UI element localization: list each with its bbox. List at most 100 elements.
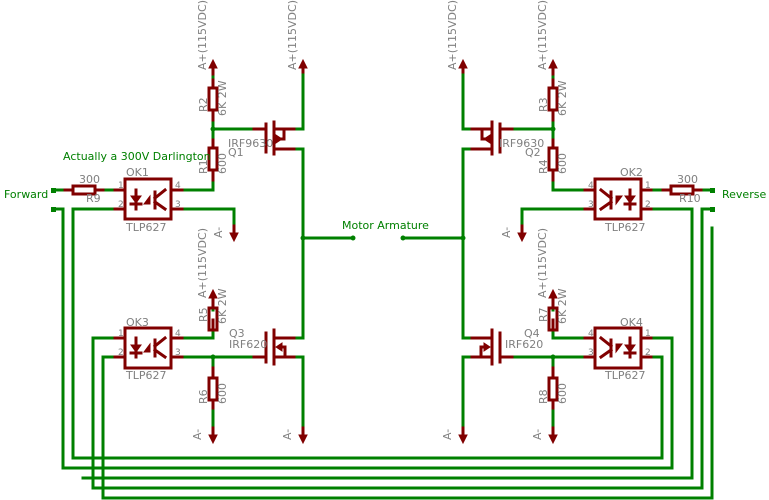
vplus-label: A+(115VDC) (196, 0, 209, 70)
r7-value: 6K 2W (556, 288, 569, 324)
resistor-r2 (207, 78, 219, 122)
vplus-label: A+(115VDC) (536, 228, 549, 298)
q1-ref: Q1 (228, 146, 244, 159)
pin-number: 3 (588, 348, 594, 358)
ok2-part: TLP627 (604, 221, 645, 234)
wire-forward-return (51, 207, 674, 470)
wire-ok2-pin2 (81, 207, 694, 480)
r10-value: 300 (677, 173, 698, 186)
optocoupler-ok2 (583, 177, 653, 221)
vplus-q2 (458, 58, 468, 74)
vminus-label: A- (212, 227, 225, 238)
resistor-r3 (547, 78, 559, 122)
r5-ref: R5 (197, 307, 210, 322)
vplus-r2 (208, 58, 218, 76)
vminus-ok2 (517, 224, 527, 243)
phototransistor-icon (143, 187, 168, 212)
resistor-r5 (207, 302, 219, 332)
wire-ok3-pin2 (101, 226, 714, 500)
r4-ref: R4 (537, 159, 550, 174)
pin-number: 2 (118, 200, 124, 210)
ok3-ref: OK3 (126, 316, 149, 329)
forward-label: Forward (4, 188, 48, 201)
pin-number: 4 (175, 329, 181, 339)
wire-q4-source (461, 355, 474, 432)
r6-value: 600 (216, 383, 229, 404)
r9-ref: R9 (86, 192, 101, 205)
vminus-q3 (298, 426, 308, 445)
junction (550, 126, 556, 132)
ok1-part: TLP627 (125, 221, 166, 234)
wire-ok2-pin3 (520, 207, 587, 230)
vplus-label: A+(115VDC) (536, 0, 549, 70)
pin-number: 2 (118, 348, 124, 358)
wire-ok2-pin4 (551, 178, 587, 192)
q2-ref: Q2 (525, 146, 541, 159)
led-icon (129, 188, 143, 211)
vminus-ok1 (229, 224, 239, 243)
pin-number: 2 (645, 348, 651, 358)
junction (710, 188, 715, 193)
wire-right-leg (461, 147, 474, 340)
junction (300, 235, 306, 241)
q3-part: IRF620 (229, 338, 267, 351)
ok4-ref: OK4 (620, 316, 643, 329)
led-icon (129, 336, 143, 359)
pin-number: 2 (645, 200, 651, 210)
r8-value: 600 (556, 383, 569, 404)
resistor-r7 (547, 302, 559, 332)
phototransistor-icon (598, 335, 623, 360)
resistor-r1 (207, 138, 219, 182)
r1-value: 600 (216, 153, 229, 174)
junction (51, 207, 56, 212)
vplus-r3 (548, 58, 558, 76)
vplus-q1 (298, 58, 308, 74)
vminus-r6 (208, 426, 218, 445)
motor-terminal (350, 235, 356, 241)
optocoupler-ok4 (583, 326, 653, 370)
junction (550, 354, 556, 360)
r5-value: 6K 2W (216, 288, 229, 324)
r3-ref: R3 (537, 97, 550, 112)
junctions (51, 126, 715, 360)
mosfet-q3 (252, 328, 296, 366)
r1-ref: R1 (197, 159, 210, 174)
q1-part: IRF9630 (228, 137, 273, 150)
resistor-r6 (207, 366, 219, 410)
phototransistor-icon (598, 187, 623, 212)
pin-number: 1 (645, 181, 651, 191)
vminus-q4 (458, 426, 468, 445)
wires (51, 68, 714, 500)
wire-ok1-pin2 (71, 207, 664, 460)
vplus-label: A+(115VDC) (446, 0, 459, 70)
vminus-r8 (548, 426, 558, 445)
resistor-r10 (661, 184, 703, 196)
phototransistor-icon (143, 335, 168, 360)
optocoupler-ok3 (113, 326, 184, 370)
darlington-note: Actually a 300V Darlington (63, 150, 211, 163)
vminus-label: A- (500, 227, 513, 238)
r2-value: 6K 2W (216, 80, 229, 116)
vminus-label: A- (191, 429, 204, 440)
wire-q3-source (292, 355, 305, 432)
pin-number: 4 (175, 181, 181, 191)
motor-terminal (400, 235, 406, 241)
ok4-part: TLP627 (604, 369, 645, 382)
reverse-label: Reverse (722, 188, 766, 201)
led-icon (623, 188, 637, 211)
q4-ref: Q4 (524, 327, 540, 340)
led-icon (623, 336, 637, 359)
r4-value: 600 (556, 153, 569, 174)
junction (710, 207, 715, 212)
wire-ok3-pin1 (91, 207, 714, 490)
r7-ref: R7 (537, 307, 550, 322)
pin-number: 3 (175, 348, 181, 358)
r9-value: 300 (79, 173, 100, 186)
mosfet-q4 (470, 328, 514, 366)
motor-armature-label: Motor Armature (342, 219, 429, 232)
junction (210, 126, 216, 132)
wire-q1-source (292, 68, 305, 131)
resistor-r9 (63, 184, 105, 196)
wire-q2-source (461, 68, 474, 131)
